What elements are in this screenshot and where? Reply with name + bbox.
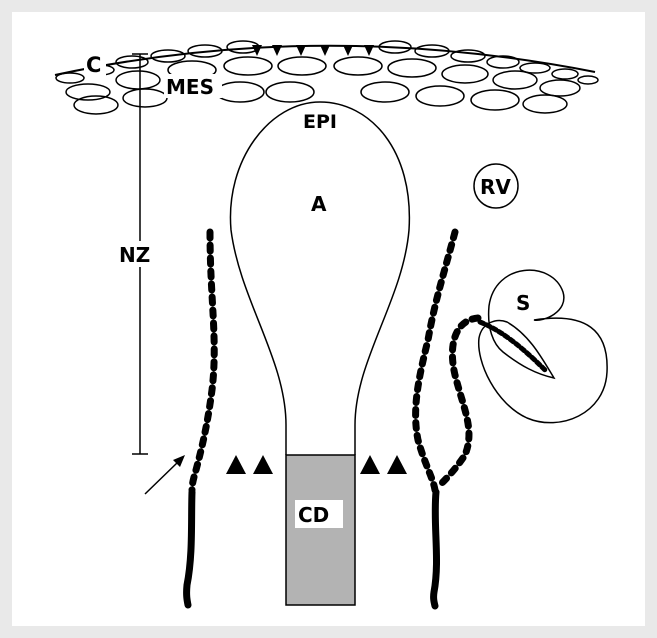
- mesenchyme-cell: [116, 71, 160, 89]
- label-cd: CD: [298, 503, 329, 527]
- s-shaped-body: [479, 270, 607, 422]
- mesenchyme-cell: [216, 82, 264, 102]
- mesenchyme-cell: [74, 96, 118, 114]
- capsule-arrowhead: [343, 45, 353, 56]
- mesenchyme-cell: [493, 71, 537, 89]
- label-s: S: [516, 291, 530, 315]
- capsule-arrowhead: [364, 45, 374, 56]
- label-mes: MES: [166, 75, 214, 99]
- capsule-arrowhead: [296, 45, 306, 56]
- label-rv: RV: [480, 175, 511, 199]
- label-epi: EPI: [303, 111, 337, 133]
- duct-arrowhead-left-1: [226, 455, 246, 474]
- mesenchyme-cell: [451, 50, 485, 62]
- duct-arrowhead-right-1: [360, 455, 380, 474]
- capsule-arrowhead: [252, 45, 262, 56]
- mesenchyme-cell: [552, 69, 578, 79]
- pointer-arrow: [145, 455, 185, 494]
- label-c: C: [86, 53, 101, 77]
- mesenchyme-cell: [56, 73, 84, 83]
- right-inner-branch: [438, 318, 478, 487]
- mesenchyme-cell: [523, 95, 567, 113]
- mesenchyme-cell: [66, 84, 110, 100]
- mesenchyme-cell: [123, 89, 167, 107]
- left-stromal-boundary: [192, 232, 214, 490]
- mesenchyme-cell: [578, 76, 598, 84]
- collecting-duct: [286, 455, 355, 605]
- label-a: A: [311, 192, 327, 216]
- mesenchyme-cell: [442, 65, 488, 83]
- mesenchyme-cell: [416, 86, 464, 106]
- ampulla: [230, 102, 409, 455]
- right-solid-boundary: [434, 492, 437, 606]
- duct-arrowhead-right-2: [387, 455, 407, 474]
- mesenchyme-cell: [334, 57, 382, 75]
- mesenchyme-cell: [224, 57, 272, 75]
- mesenchyme-cell: [388, 59, 436, 77]
- mesenchyme-cell: [278, 57, 326, 75]
- duct-arrowhead-left-2: [253, 455, 273, 474]
- mesenchyme-cell: [361, 82, 409, 102]
- left-solid-boundary: [187, 492, 192, 605]
- mesenchyme-cell: [540, 80, 580, 96]
- capsule-arrowhead: [272, 45, 282, 56]
- mesenchyme-cell: [471, 90, 519, 110]
- right-stromal-boundary: [416, 232, 455, 490]
- label-nz: NZ: [119, 243, 150, 267]
- capsule-arrowhead: [320, 45, 330, 56]
- mesenchyme-cell: [266, 82, 314, 102]
